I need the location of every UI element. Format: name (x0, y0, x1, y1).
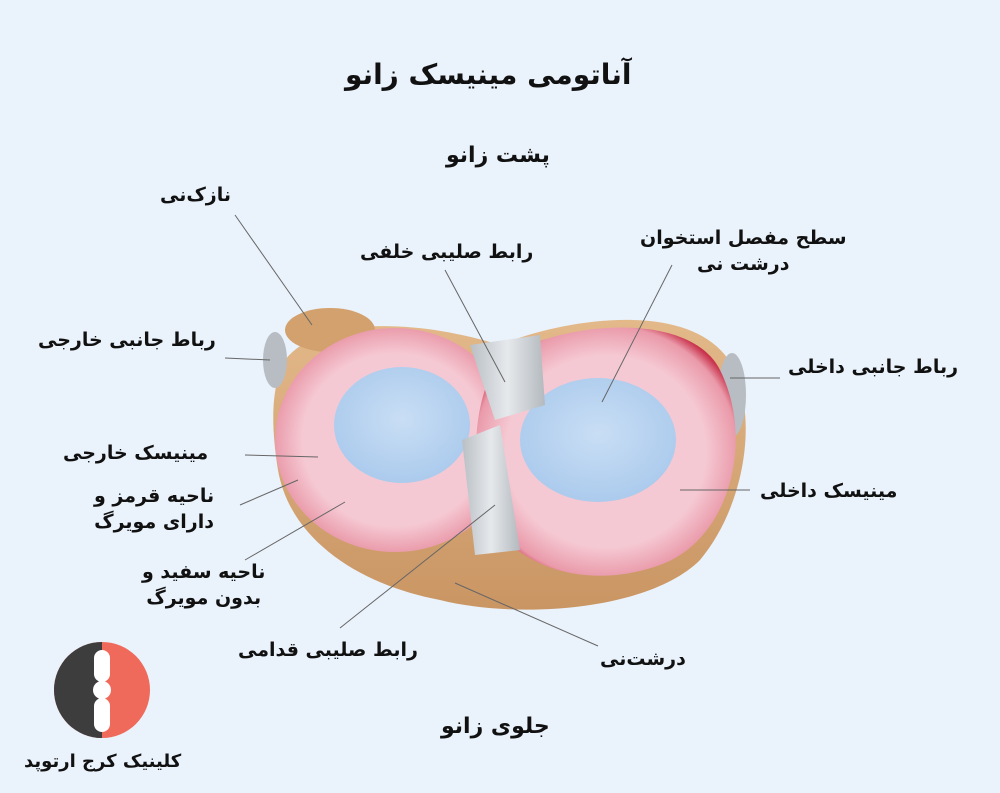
label-lateral-collateral: رباط جانبی خارجی (38, 329, 216, 351)
label-tibia-articular-surface: سطح مفصل استخوان درشت نی (640, 227, 847, 275)
label-medial-meniscus: مینیسک داخلی (760, 480, 898, 502)
label-fibula: نازک‌نی (160, 184, 232, 206)
leader-lateral-meniscus (244, 454, 319, 458)
clinic-logo-icon (54, 642, 150, 738)
label-lateral-meniscus: مینیسک خارجی (63, 442, 209, 464)
label-tibia: درشت‌نی (600, 648, 686, 670)
label-posterior-cruciate: رابط صلیبی خلفی (360, 241, 534, 263)
orientation-front-label: جلوی زانو (441, 714, 550, 739)
leader-tibia-surface (601, 264, 673, 403)
clinic-logo-text: کلینیک کرج ارتوپد (24, 751, 182, 772)
label-white-zone: ناحیه سفید و بدون مویرگ (142, 561, 266, 609)
leader-lcl (224, 357, 271, 361)
posterior-cruciate-ligament (470, 335, 545, 420)
anterior-cruciate-ligament (462, 425, 520, 555)
label-medial-collateral: رباط جانبی داخلی (788, 356, 959, 378)
leader-fibula (234, 214, 313, 326)
leader-pcl (444, 269, 506, 383)
leader-red-zone (239, 479, 299, 506)
lateral-collateral-ligament (263, 332, 287, 388)
leader-acl (339, 504, 496, 629)
leader-white-zone (244, 501, 346, 561)
orientation-back-label: پشت زانو (446, 143, 550, 168)
page-title: آناتومی مینیسک زانو (345, 58, 632, 91)
tibia-surface-medial (520, 378, 676, 502)
tibia-surface-lateral (334, 367, 470, 483)
leader-tibia (454, 582, 599, 647)
label-red-zone: ناحیه قرمز و دارای مویرگ (94, 485, 215, 533)
label-anterior-cruciate: رابط صلیبی قدامی (238, 639, 418, 661)
